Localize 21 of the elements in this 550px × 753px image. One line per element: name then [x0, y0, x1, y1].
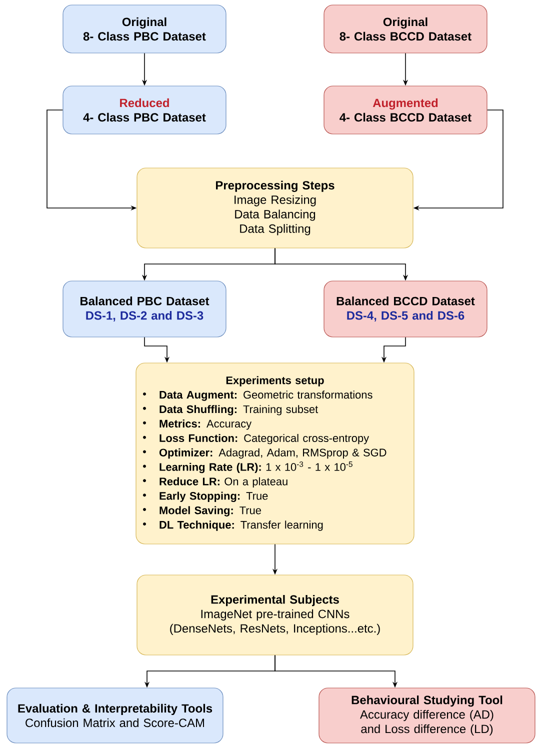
list-item: Metrics: Accuracy — [143, 420, 252, 430]
list-item: Optimizer: Adagrad, Adam, RMSprop & SGD — [143, 448, 386, 459]
list-item: Data Augment: Geometric transformations — [143, 390, 372, 401]
process-box: Evaluation & Interpretability Tools Confusion Matrix and Score-CAM — [6, 688, 224, 744]
list-item: Early Stopping: True — [143, 492, 268, 502]
list-item: Model Saving: True — [143, 506, 261, 516]
dataset-box: Reduced 4- Class PBC Dataset — [62, 86, 226, 134]
dataset-box: Balanced BCCD Dataset DS-4, DS-5 and DS-6 — [324, 280, 488, 338]
list-item: DL Technique: Transfer learning — [143, 520, 323, 531]
list-item: Data Shuffling: Training subset — [143, 405, 318, 416]
process-box: Preprocessing Steps Image Resizing Data Balancing Data Splitting — [136, 168, 414, 248]
process-box: Behavioural Studying Tool Accuracy difference (AD) and Loss difference (LD) — [318, 688, 536, 744]
list-item: Reduce LR: On a plateau — [143, 477, 288, 488]
process-box: Experiments setup Data Augment: Geometric transformations Data Shuffling: Training subset Metrics: Accuracy Loss Function: Categorical cross-entropy Optimizer: Adagrad, Adam, RMSprop & SGD Learning Rate (LR): 1 x 10$^{-3}$ - 1 x 10$^{-5}$ Reduce LR: On a plateau Early Stopping: True Model Saving: True DL Technique: Transfer learning — [136, 362, 414, 544]
dataset-box: Balanced PBC Dataset DS-1, DS-2 and DS-3 — [62, 280, 226, 338]
dataset-box: Original 8- Class PBC Dataset — [62, 4, 226, 54]
dataset-box: Augmented 4- Class BCCD Dataset — [324, 86, 488, 134]
list-item: Loss Function: Categorical cross-entropy — [143, 434, 370, 444]
dataset-box: Original 8- Class BCCD Dataset — [324, 4, 488, 54]
process-box: Experimental Subjects ImageNet pre-trained CNNs (DenseNets, ResNets, Inceptions...etc.) — [136, 574, 414, 656]
list-item: Learning Rate (LR): 1 x 10$^{-3}$ - 1 x 10$^{-5}$ — [143, 461, 352, 474]
